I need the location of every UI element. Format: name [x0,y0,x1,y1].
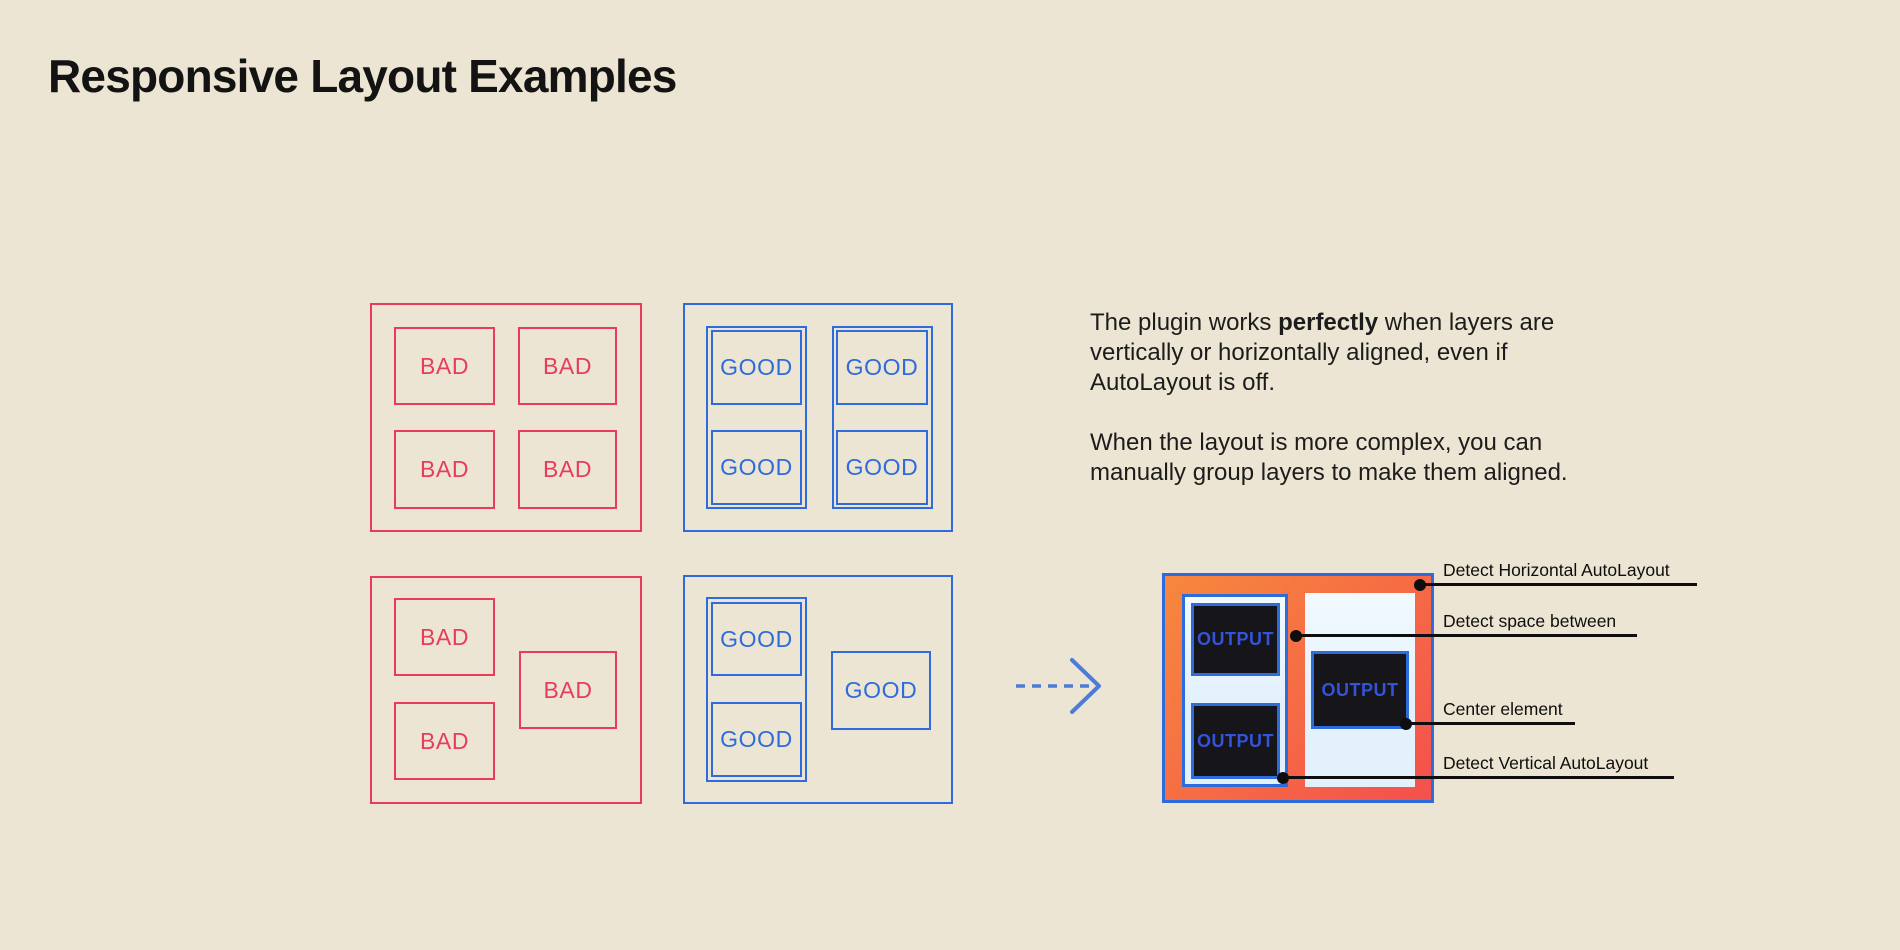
good-box: GOOD [711,430,802,505]
bad-box: BAD [394,598,495,676]
output-box: OUTPUT [1191,703,1280,779]
good-group-left: GOOD GOOD [706,326,807,509]
good-box: GOOD [836,430,928,505]
description-p1-before: The plugin works [1090,309,1279,336]
output-box: OUTPUT [1311,651,1409,729]
arrow-right-icon [1016,658,1101,714]
annotation-center-element: Center element [1443,699,1563,719]
connector-line [1420,583,1697,586]
good-box-label: GOOD [845,454,919,480]
good-example-manual-group: GOOD GOOD GOOD [683,575,953,804]
good-box: GOOD [831,651,931,730]
output-center-panel: OUTPUT [1305,593,1415,787]
annotation-detect-space-between: Detect space between [1443,611,1617,631]
description-p1-after: when layers are vertically or horizontal… [1090,309,1555,396]
connector-line [1283,776,1674,779]
good-box-label: GOOD [720,454,793,480]
bad-box-label: BAD [543,676,593,703]
bad-box-label: BAD [419,727,470,754]
good-box-label: GOOD [720,625,793,652]
good-box-label: GOOD [844,677,918,703]
annotation-detect-horizontal-autolayout: Detect Horizontal AutoLayout [1443,560,1670,580]
bad-box-label: BAD [419,623,470,650]
good-box: GOOD [711,602,802,676]
bad-box: BAD [394,702,495,780]
good-example-grouped-grid: GOOD GOOD GOOD GOOD [683,303,953,532]
bad-box: BAD [518,327,617,405]
output-box-label: OUTPUT [1197,730,1274,751]
output-vertical-autolayout-panel: OUTPUT OUTPUT [1182,594,1288,787]
bad-box-label: BAD [542,456,593,482]
bad-box: BAD [394,430,495,509]
output-box-label: OUTPUT [1321,679,1399,700]
description-text: The plugin works perfectly when layers a… [1090,308,1568,488]
good-box-label: GOOD [720,354,793,380]
page-title: Responsive Layout Examples [48,50,677,102]
good-box: GOOD [836,330,928,405]
bad-box: BAD [518,430,617,509]
output-box-label: OUTPUT [1197,629,1274,649]
connector-dot [1400,718,1412,730]
good-box: GOOD [711,330,802,405]
description-p1-bold: perfectly [1278,309,1379,336]
good-group-right: GOOD GOOD [832,326,933,509]
annotation-detect-vertical-autolayout: Detect Vertical AutoLayout [1443,753,1649,773]
output-preview-frame: OUTPUT OUTPUT OUTPUT [1162,573,1434,803]
description-paragraph-1: The plugin works perfectly when layers a… [1090,308,1568,398]
bad-box-label: BAD [542,352,593,379]
good-box-label: GOOD [845,354,919,380]
bad-example-misaligned: BAD BAD BAD [370,576,642,804]
connector-line [1407,722,1575,725]
bad-box: BAD [394,327,495,405]
connector-line [1296,634,1637,637]
good-box-label: GOOD [720,726,793,752]
bad-box-label: BAD [419,352,470,379]
bad-box: BAD [519,651,617,729]
output-box: OUTPUT [1191,603,1280,676]
bad-box-label: BAD [419,456,470,482]
good-box: GOOD [711,702,802,777]
bad-example-aligned-grid: BAD BAD BAD BAD [370,303,642,532]
good-group-left: GOOD GOOD [706,597,807,782]
description-paragraph-2: When the layout is more complex, you can… [1090,429,1568,486]
